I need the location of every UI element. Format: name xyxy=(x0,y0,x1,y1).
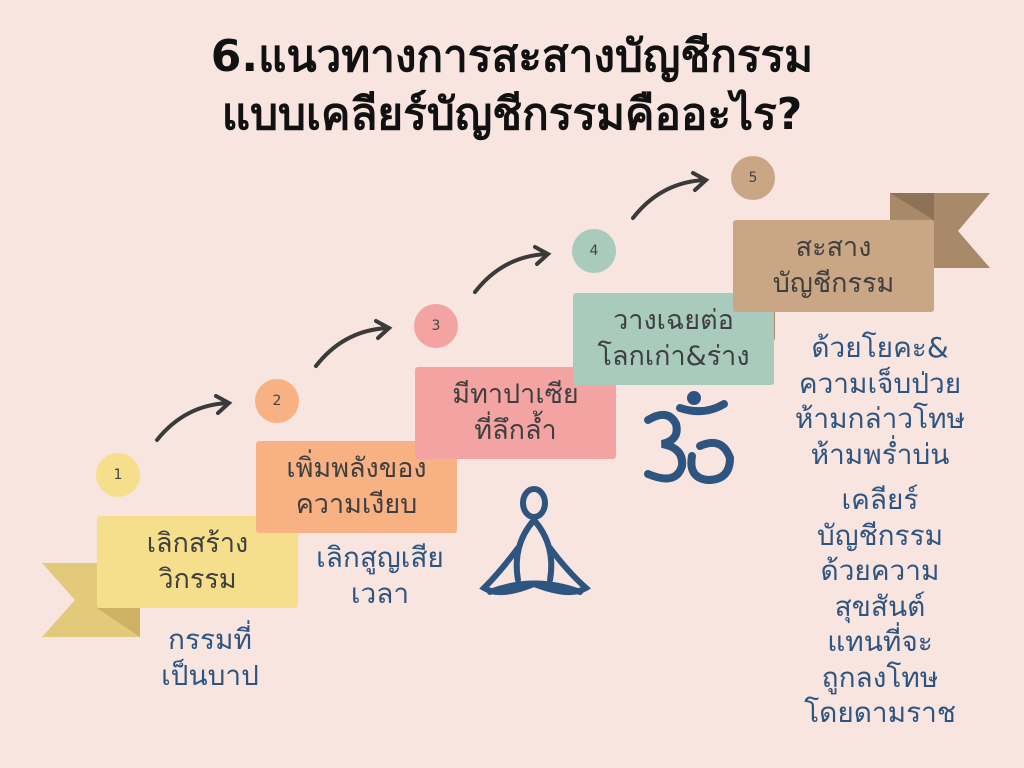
arrow-icon xyxy=(314,319,393,368)
step-4-box: วางเฉยต่อโลกเก่า&ร่าง xyxy=(573,293,774,385)
ribbon-fold-right xyxy=(890,193,934,220)
step-5-box: สะสางบัญชีกรรม xyxy=(733,220,934,312)
meditation-figure-icon xyxy=(479,486,591,596)
step-4-number: 4 xyxy=(572,229,616,273)
step-5-number: 5 xyxy=(731,156,775,200)
step-1-number: 1 xyxy=(96,453,140,497)
spacer xyxy=(760,472,1000,482)
om-icon xyxy=(644,391,735,485)
arrow-icon xyxy=(631,171,710,220)
arrow-icon xyxy=(473,245,552,294)
step-1-note: กรรมที่เป็นบาป xyxy=(161,623,259,692)
step-5-notes: ด้วยโยคะ& ความเจ็บป่วย ห้ามกล่าวโทษ ห้าม… xyxy=(760,330,1000,731)
arrow-icon xyxy=(155,394,233,442)
ribbon-fold-left xyxy=(97,608,140,637)
page-title: 6.แนวทางการสะสางบัญชีกรรม แบบเคลียร์บัญช… xyxy=(210,31,814,140)
step-2-number: 2 xyxy=(255,379,299,423)
step-3-number: 3 xyxy=(414,304,458,348)
step-2-note: เลิกสูญเสียเวลา xyxy=(316,541,444,610)
